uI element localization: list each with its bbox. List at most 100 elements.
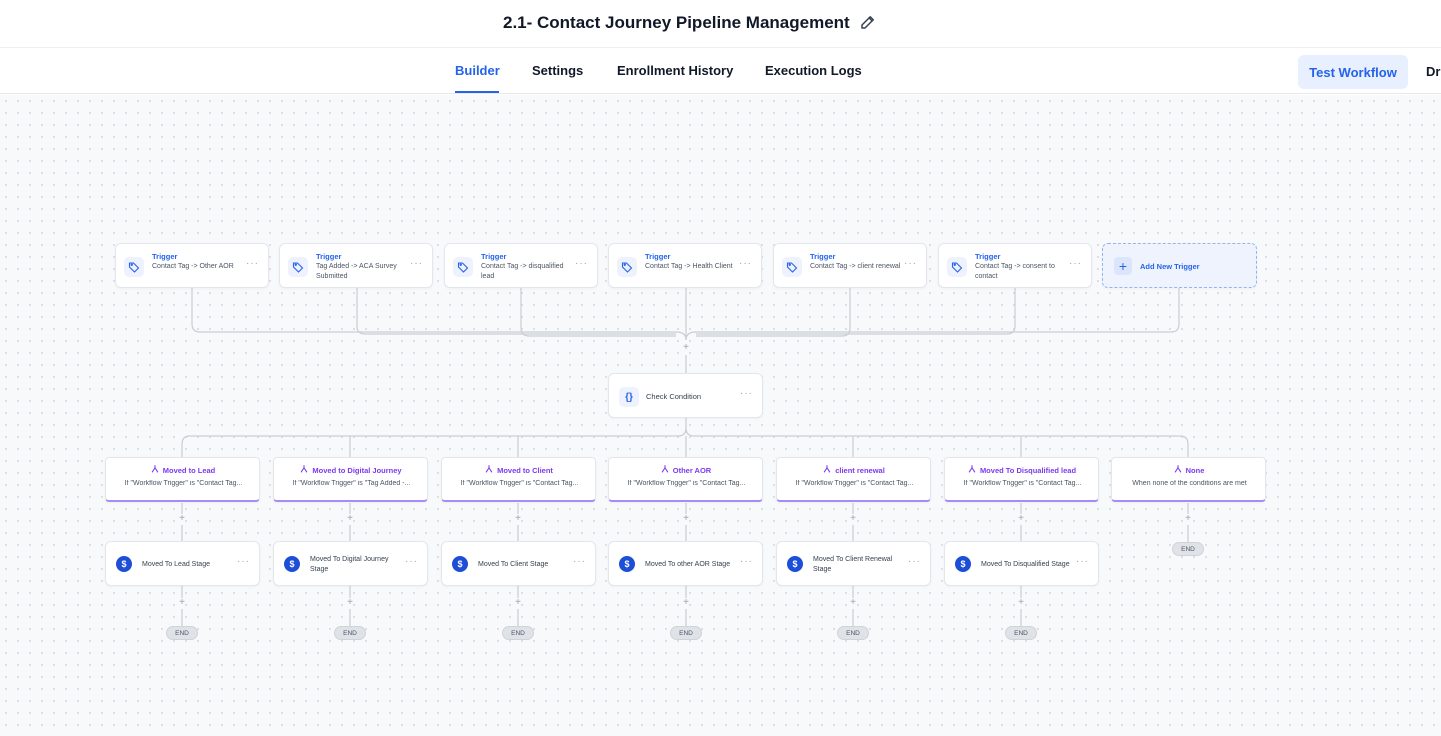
action-node[interactable]: $ Moved To Client Renewal Stage ··· xyxy=(776,541,931,586)
trigger-node[interactable]: Trigger Contact Tag -> disqualified lead… xyxy=(444,243,598,288)
end-node: END xyxy=(837,626,869,640)
dollar-icon: $ xyxy=(116,556,132,572)
branch-node[interactable]: Moved to Digital Journey If "Workflow Tr… xyxy=(273,457,428,502)
node-menu-icon[interactable]: ··· xyxy=(740,388,753,399)
branch-icon xyxy=(823,465,831,473)
branch-condition: If "Workflow Trigger" is "Contact Tag... xyxy=(795,480,914,487)
branch-title: Moved to Digital Journey xyxy=(312,466,402,475)
branch-icon xyxy=(485,465,493,473)
add-step-plus-icon[interactable]: + xyxy=(179,513,185,524)
trigger-kind: Trigger xyxy=(975,252,1001,261)
action-node[interactable]: $ Moved To Lead Stage ··· xyxy=(105,541,260,586)
add-step-plus-icon[interactable]: + xyxy=(850,597,856,608)
node-menu-icon[interactable]: ··· xyxy=(904,258,917,269)
test-workflow-button[interactable]: Test Workflow xyxy=(1298,55,1408,89)
active-tab-indicator xyxy=(455,91,499,93)
add-step-plus-icon[interactable]: + xyxy=(347,597,353,608)
branch-condition: If "Workflow Trigger" is "Contact Tag... xyxy=(963,480,1082,487)
node-menu-icon[interactable]: ··· xyxy=(237,556,250,567)
trigger-node[interactable]: Trigger Contact Tag -> consent to contac… xyxy=(938,243,1092,288)
trigger-kind: Trigger xyxy=(645,252,671,261)
end-node: END xyxy=(1005,626,1037,640)
branch-icon xyxy=(1174,465,1181,473)
add-step-plus-icon[interactable]: + xyxy=(683,597,689,608)
node-menu-icon[interactable]: ··· xyxy=(908,556,921,567)
branch-header: Moved to Client xyxy=(442,464,595,475)
dollar-icon: $ xyxy=(452,556,468,572)
branch-node[interactable]: client renewal If "Workflow Trigger" is … xyxy=(776,457,931,502)
tag-icon xyxy=(782,257,802,277)
branch-node[interactable]: Moved to Client If "Workflow Trigger" is… xyxy=(441,457,596,502)
add-step-plus-icon[interactable]: + xyxy=(515,597,521,608)
add-step-plus-icon[interactable]: + xyxy=(1018,597,1024,608)
branch-header: Moved to Lead xyxy=(106,464,259,475)
trigger-node[interactable]: Trigger Tag Added -> ACA Survey Submitte… xyxy=(279,243,433,288)
branch-node-none[interactable]: None When none of the conditions are met xyxy=(1111,457,1266,502)
branch-icon xyxy=(661,465,669,473)
trigger-node[interactable]: Trigger Contact Tag -> Health Client ··· xyxy=(608,243,762,288)
add-step-plus-icon[interactable]: + xyxy=(1018,513,1024,524)
branch-node[interactable]: Moved to Lead If "Workflow Trigger" is "… xyxy=(105,457,260,502)
trigger-description: Contact Tag -> consent to contact xyxy=(975,263,1055,280)
branch-title: Moved to Lead xyxy=(162,466,216,475)
pencil-icon[interactable] xyxy=(859,13,877,31)
branch-title: Other AOR xyxy=(672,466,712,475)
node-menu-icon[interactable]: ··· xyxy=(575,258,588,269)
branch-condition: If "Workflow Trigger" is "Contact Tag... xyxy=(460,480,579,487)
node-menu-icon[interactable]: ··· xyxy=(739,258,752,269)
branch-title: Moved To Disqualified lead xyxy=(979,466,1077,475)
check-condition-node[interactable]: {} Check Condition ··· xyxy=(608,373,763,418)
trigger-description: Contact Tag -> disqualified lead xyxy=(481,263,564,280)
tag-icon xyxy=(453,257,473,277)
action-node[interactable]: $ Moved To other AOR Stage ··· xyxy=(608,541,763,586)
tab-builder[interactable]: Builder xyxy=(455,63,500,78)
action-node[interactable]: $ Moved To Disqualified Stage ··· xyxy=(944,541,1099,586)
add-step-plus-icon[interactable]: + xyxy=(850,513,856,524)
add-step-plus-icon[interactable]: + xyxy=(515,513,521,524)
node-menu-icon[interactable]: ··· xyxy=(1076,556,1089,567)
node-menu-icon[interactable]: ··· xyxy=(1069,258,1082,269)
tab-settings[interactable]: Settings xyxy=(532,63,584,78)
draft-button-partial[interactable]: Dr xyxy=(1426,64,1441,79)
end-node: END xyxy=(1172,542,1204,556)
add-step-plus-icon[interactable]: + xyxy=(179,597,185,608)
tag-icon xyxy=(288,257,308,277)
branch-header: None xyxy=(1112,464,1265,475)
tag-icon xyxy=(617,257,637,277)
branch-node[interactable]: Other AOR If "Workflow Trigger" is "Cont… xyxy=(608,457,763,502)
trigger-description: Contact Tag -> client renewal xyxy=(810,263,901,270)
tab-enrollment-history[interactable]: Enrollment History xyxy=(617,63,734,78)
node-menu-icon[interactable]: ··· xyxy=(740,556,753,567)
end-node: END xyxy=(670,626,702,640)
dollar-icon: $ xyxy=(284,556,300,572)
dollar-icon: $ xyxy=(787,556,803,572)
trigger-node[interactable]: Trigger Contact Tag -> client renewal ··… xyxy=(773,243,927,288)
node-menu-icon[interactable]: ··· xyxy=(405,556,418,567)
code-braces-icon: {} xyxy=(619,387,639,407)
add-step-plus-icon[interactable]: + xyxy=(683,342,689,353)
action-node[interactable]: $ Moved To Digital Journey Stage ··· xyxy=(273,541,428,586)
branch-title: client renewal xyxy=(835,466,885,475)
trigger-kind: Trigger xyxy=(481,252,507,261)
tab-execution-logs[interactable]: Execution Logs xyxy=(765,63,862,78)
branch-icon xyxy=(301,465,308,473)
node-menu-icon[interactable]: ··· xyxy=(410,258,423,269)
action-label: Moved To other AOR Stage xyxy=(645,561,731,568)
branch-condition: If "Workflow Trigger" is "Contact Tag... xyxy=(124,480,243,487)
add-step-plus-icon[interactable]: + xyxy=(347,513,353,524)
action-node[interactable]: $ Moved To Client Stage ··· xyxy=(441,541,596,586)
branch-node[interactable]: Moved To Disqualified lead If "Workflow … xyxy=(944,457,1099,502)
add-new-trigger-button[interactable]: + Add New Trigger xyxy=(1102,243,1257,288)
trigger-description: Contact Tag -> Other AOR xyxy=(152,263,234,270)
node-menu-icon[interactable]: ··· xyxy=(246,258,259,269)
node-menu-icon[interactable]: ··· xyxy=(573,556,586,567)
workflow-title: 2.1- Contact Journey Pipeline Management xyxy=(503,13,850,32)
dollar-icon: $ xyxy=(619,556,635,572)
tab-bar: Builder Settings Enrollment History Exec… xyxy=(0,48,1441,94)
dollar-icon: $ xyxy=(955,556,971,572)
trigger-node[interactable]: Trigger Contact Tag -> Other AOR ··· xyxy=(115,243,269,288)
add-step-plus-icon[interactable]: + xyxy=(683,513,689,524)
add-step-plus-icon[interactable]: + xyxy=(1185,513,1191,524)
tag-icon xyxy=(947,257,967,277)
